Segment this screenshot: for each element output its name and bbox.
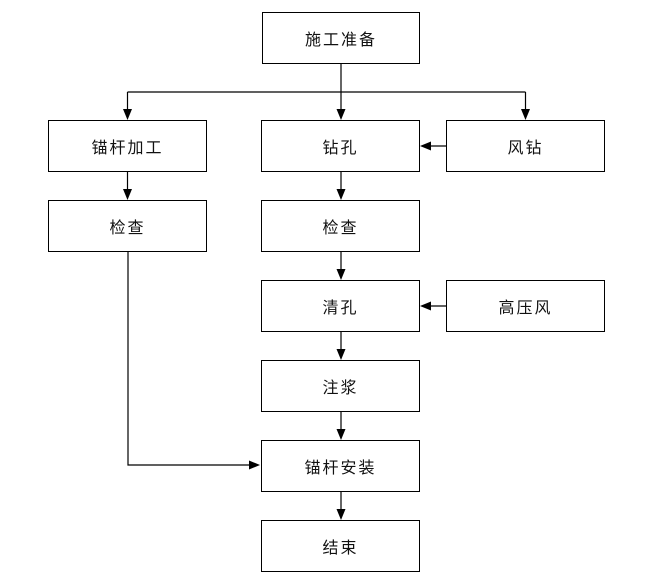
edge-start-branch <box>127 64 526 93</box>
edge-drilling-inspect <box>336 172 346 200</box>
node-end-label: 结束 <box>322 538 359 557</box>
node-end: 结束 <box>261 520 420 572</box>
edge-clean-hole-grouting <box>336 332 346 360</box>
edge-grouting-anchor-install <box>336 412 346 440</box>
node-high-pressure-air-label: 高压风 <box>498 298 553 317</box>
node-high-pressure-air: 高压风 <box>446 280 605 332</box>
node-air-drill: 风钻 <box>446 120 605 172</box>
node-clean-hole: 清孔 <box>261 280 420 332</box>
node-air-drill-label: 风钻 <box>507 138 544 157</box>
node-inspect-center-label: 检查 <box>322 218 359 237</box>
edge-high-pressure-air-clean-hole <box>420 301 446 311</box>
edge-anchor-install-end <box>336 492 346 520</box>
node-drilling-label: 钻孔 <box>322 138 359 157</box>
node-grouting: 注浆 <box>261 360 420 412</box>
edge-start-air-drill <box>521 92 530 120</box>
node-start-label: 施工准备 <box>304 30 377 49</box>
node-inspect-left-label: 检查 <box>109 218 146 237</box>
node-drilling: 钻孔 <box>261 120 420 172</box>
node-anchor-install-label: 锚杆安装 <box>304 458 377 477</box>
edge-inspect-anchor-install <box>127 252 260 470</box>
node-inspect-center: 检查 <box>261 200 420 252</box>
node-anchor-install: 锚杆安装 <box>261 440 420 492</box>
edge-air-drill-drilling <box>420 141 446 151</box>
node-clean-hole-label: 清孔 <box>322 298 359 317</box>
edge-anchor-processing-inspect <box>123 172 132 200</box>
edge-start-anchor-processing <box>123 92 132 120</box>
edge-inspect-clean-hole <box>336 252 346 280</box>
edge-start-drilling <box>336 92 346 120</box>
node-anchor-processing: 锚杆加工 <box>48 120 207 172</box>
node-inspect-left: 检查 <box>48 200 207 252</box>
node-grouting-label: 注浆 <box>322 378 359 397</box>
node-anchor-processing-label: 锚杆加工 <box>91 138 164 157</box>
node-start: 施工准备 <box>262 12 420 64</box>
